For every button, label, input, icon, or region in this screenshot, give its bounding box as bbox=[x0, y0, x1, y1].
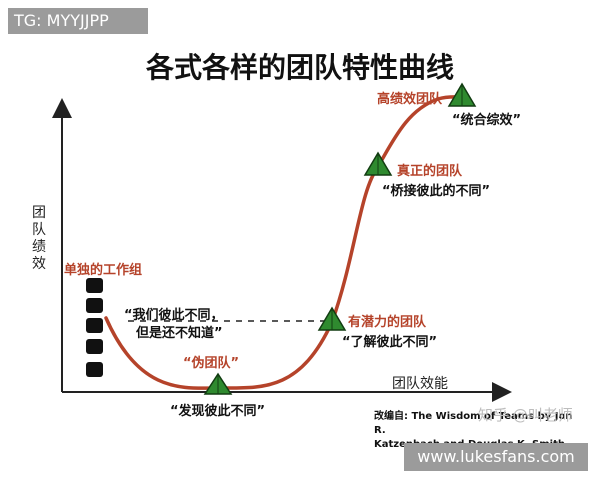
working-group-blocks bbox=[86, 278, 103, 377]
stage-potential-team-quote: “了解彼此不同” bbox=[342, 335, 438, 350]
pyramid-marker-real-team bbox=[363, 151, 393, 176]
member-block bbox=[86, 318, 103, 333]
footer-watermark: www.lukesfans.com bbox=[404, 443, 588, 471]
stage-potential-team-label: 有潜力的团队 bbox=[348, 315, 427, 330]
stage-real-team-quote: “桥接彼此的不同” bbox=[382, 184, 491, 199]
telegram-watermark: TG: MYYJJPP bbox=[8, 8, 148, 34]
pyramid-marker-high-performance-team bbox=[447, 82, 477, 107]
source-line-1: 改编自: The Wisdom of Teams by Jon R. bbox=[374, 411, 573, 436]
stage-high-performance-team-label: 高绩效团队 bbox=[377, 92, 443, 107]
x-axis-label: 团队效能 bbox=[392, 376, 448, 392]
diagram-title: 各式各样的团队特性曲线 bbox=[145, 51, 454, 84]
member-block bbox=[86, 278, 103, 293]
stage-real-team-label: 真正的团队 bbox=[397, 164, 463, 179]
member-block bbox=[86, 298, 103, 313]
member-block bbox=[86, 339, 103, 354]
pyramid-marker-potential-team bbox=[317, 306, 347, 331]
zhihu-watermark: 知乎 @叫老师 bbox=[478, 406, 573, 424]
pyramid-marker-pseudo-team bbox=[203, 372, 233, 395]
y-axis-label: 团队绩效 bbox=[32, 205, 46, 272]
stage-working-group-quote-2: 但是还不知道” bbox=[136, 326, 223, 341]
stage-working-group-quote-1: “我们彼此不同， bbox=[124, 308, 224, 323]
stage-working-group-label: 单独的工作组 bbox=[64, 263, 143, 278]
member-block bbox=[86, 362, 103, 377]
performance-curve bbox=[104, 95, 464, 390]
stage-pseudo-team-quote: “发现彼此不同” bbox=[170, 404, 266, 419]
stage-high-performance-team-quote: “统合综效” bbox=[452, 113, 522, 128]
stage-pseudo-team-label: “伪团队” bbox=[183, 356, 240, 371]
